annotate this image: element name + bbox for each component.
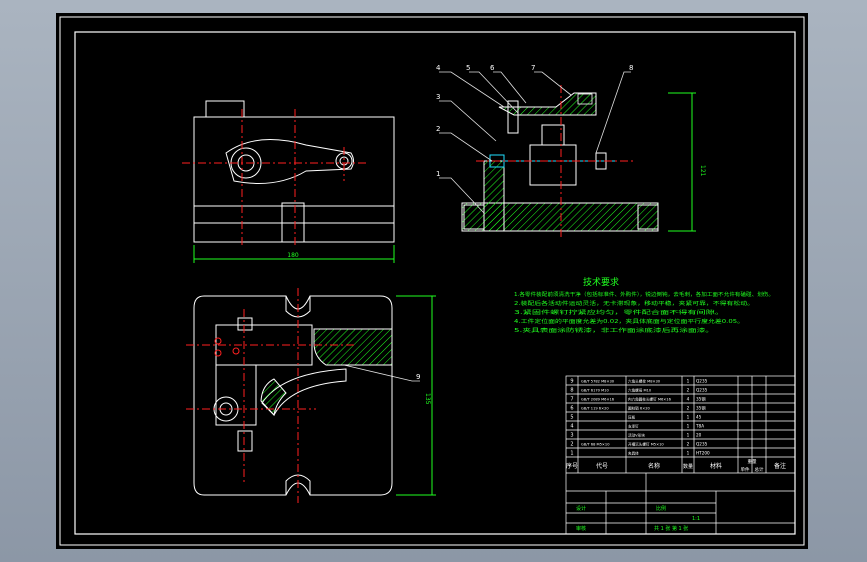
bom-header-total: 总计: [755, 466, 764, 473]
bom-cell: Q235: [696, 379, 708, 384]
bom-header-unit: 单件: [741, 466, 750, 473]
balloon-6: 6: [490, 64, 495, 72]
plan-view-hatched-jaw: [313, 328, 393, 366]
front-view-centerlines: [182, 109, 368, 246]
title-block-scale-label: 比例: [656, 505, 666, 512]
bom-cell: GB/T 2089 M6×16: [581, 398, 615, 402]
bom-cell: 3: [570, 433, 573, 439]
bom-cell: 六角螺母 M10: [628, 388, 652, 393]
balloon-7: 7: [531, 64, 535, 72]
bom-cell: GB/T 6170 M10: [581, 389, 609, 393]
bom-cell: GB/T 68 M5×10: [581, 443, 610, 447]
side-section-height-dim: 121: [699, 165, 706, 177]
inner-frame: [74, 31, 796, 535]
bom-cell: 压板: [628, 415, 636, 420]
bom-cell: 2: [687, 442, 690, 447]
bom-cell: 1: [687, 424, 690, 429]
bom-cell: 1: [687, 433, 690, 438]
bom-cell: 1: [687, 379, 690, 384]
note-line-5: 5.夹具表面涂防锈漆，非工作面涂底漆后再涂面漆。: [514, 326, 714, 334]
bom-cell: GB/T 5782 M8×30: [581, 380, 615, 384]
bom-cell: 8: [570, 388, 573, 394]
balloon-3: 3: [436, 93, 440, 101]
bom-cell: 45: [696, 415, 702, 420]
side-section-view: [461, 92, 659, 232]
bom-cell: 1: [687, 451, 690, 456]
plan-view-hatched-clamp: [260, 378, 287, 417]
balloon-1: 1: [436, 170, 440, 178]
outer-frame: [59, 16, 805, 546]
front-view-length-dim: 180: [287, 252, 299, 259]
bom-cell: 1: [570, 451, 573, 457]
bom-cell: HT200: [696, 451, 710, 456]
plan-view-height-dim: 135: [424, 393, 431, 405]
bom-cell: 20: [696, 433, 702, 438]
bom-cell: 7: [570, 397, 573, 403]
bom-cell: 开槽沉头螺钉 M5×10: [628, 442, 664, 447]
notes-title: 技术要求: [583, 276, 619, 288]
bom-cell: 1: [687, 415, 690, 420]
bom-cell: 夹具体: [628, 451, 639, 456]
bom-cell: 2: [570, 442, 573, 448]
bom-header-remark: 备注: [774, 462, 786, 470]
bom-cell: 活动V形块: [628, 433, 645, 438]
side-section-centerlines: [476, 85, 636, 238]
bom-cell: T8A: [695, 424, 704, 429]
bom-cell: 2: [687, 406, 690, 411]
bom-header-code: 代号: [596, 462, 608, 470]
bom-cell: 6: [570, 406, 573, 412]
bom-cell: 35钢: [696, 396, 706, 403]
note-line-2: 2.装配后各活动件运动灵活，无卡滞现象，移动平稳，夹紧可靠，不得有松动。: [514, 299, 754, 307]
bom-cell: 4: [570, 424, 573, 430]
bom-cell: 支承钉: [628, 424, 639, 429]
front-view-dimension: [193, 245, 395, 263]
bom-header-name: 名称: [648, 462, 660, 470]
balloon-5: 5: [466, 64, 470, 72]
title-block-check: 审核: [576, 525, 586, 532]
bom-cell: 2: [687, 388, 690, 393]
bom-cell: 5: [570, 415, 573, 421]
bom-table: [565, 375, 796, 535]
assembly-drawing: 180 121 4 5 6 7 8 3 2: [59, 16, 805, 546]
balloon-2: 2: [436, 125, 440, 133]
bom-header-material: 材料: [710, 462, 722, 470]
bom-cell: 9: [570, 379, 573, 385]
bom-cell: GB/T 119 6×20: [581, 407, 609, 411]
plan-view: [193, 295, 393, 496]
bom-cell: Q235: [696, 388, 708, 393]
bom-cell: 圆柱销 6×20: [628, 406, 651, 411]
bom-cell: Q235: [696, 442, 708, 447]
balloon-9: 9: [416, 373, 420, 381]
bom-header-index: 序号: [566, 462, 578, 470]
bom-cell: 六角头螺栓 M8×30: [628, 379, 661, 384]
plan-view-centerlines: [186, 288, 356, 503]
leaders: [343, 71, 631, 382]
front-view: [193, 100, 395, 243]
plan-view-dimension: [396, 295, 436, 496]
bom-cell: 35钢: [696, 405, 706, 412]
bom-cell: 内六角圆柱头螺钉 M6×16: [628, 397, 672, 402]
bom-cell: 4: [687, 397, 690, 402]
bom-header-weight: 重量: [748, 458, 757, 465]
note-line-4: 4.工件定位面的平面度允差为0.02，夹具体底面与定位面平行度允差0.05。: [514, 317, 744, 325]
balloon-4: 4: [436, 64, 441, 72]
title-block-scale: 1:1: [692, 516, 700, 522]
drawing-sheet: 180 121 4 5 6 7 8 3 2: [56, 13, 808, 549]
side-section-dimension: [668, 92, 696, 232]
note-line-3: 3.紧固件螺钉拧紧应均匀，零件配合面不得有间隙。: [514, 308, 724, 316]
title-block-sheet: 共 1 张 第 1 张: [654, 525, 688, 532]
title-block-design: 设计: [576, 505, 586, 512]
note-line-1: 1.各零件装配前须清洗干净（包括标准件、外购件），锐边倒钝，去毛刺，各加工面不允…: [514, 290, 774, 298]
bom-header-qty: 数量: [683, 463, 693, 470]
balloon-8: 8: [629, 64, 633, 72]
